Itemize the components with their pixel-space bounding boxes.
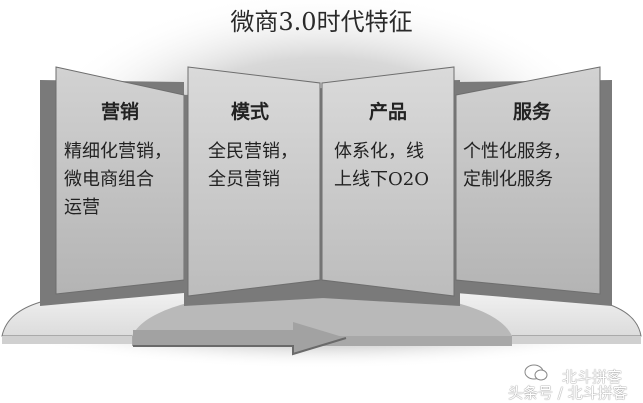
watermark-line-2: 头条号 / 北斗拼客 [508, 384, 628, 402]
panel-product-line: 体系化，线 [334, 141, 424, 162]
panel-product-body: 体系化，线 上线下O2O [334, 138, 449, 194]
panel-model-body: 全民营销， 全员营销 [208, 138, 318, 194]
panel-service-heading: 服务 [512, 101, 551, 123]
panel-marketing-heading: 营销 [100, 101, 139, 123]
panel-product-line: 上线下O2O [334, 169, 429, 190]
watermark-chat-icon [524, 364, 548, 381]
panel-marketing-line: 微电商组合 [64, 169, 154, 190]
panel-marketing-line: 运营 [64, 197, 100, 218]
watermark-line-1: 北斗拼客 [562, 368, 623, 386]
panel-service-line: 个性化服务， [463, 141, 571, 162]
panel-model-face [187, 66, 321, 297]
panel-marketing-line: 精细化营销， [64, 141, 172, 162]
panel-product-face [321, 66, 455, 297]
panel-product-heading: 产品 [368, 101, 407, 123]
panel-model-line: 全民营销， [208, 141, 298, 162]
panel-marketing-body: 精细化营销， 微电商组合 运营 [64, 138, 194, 222]
panel-service-body: 个性化服务， 定制化服务 [463, 138, 598, 194]
panel-service-line: 定制化服务 [463, 169, 553, 190]
diagram-title: 微商3.0时代特征 [230, 8, 413, 36]
panel-model-line: 全员营销 [208, 169, 280, 190]
panel-model-heading: 模式 [230, 101, 269, 123]
panel-service-face [455, 66, 601, 295]
